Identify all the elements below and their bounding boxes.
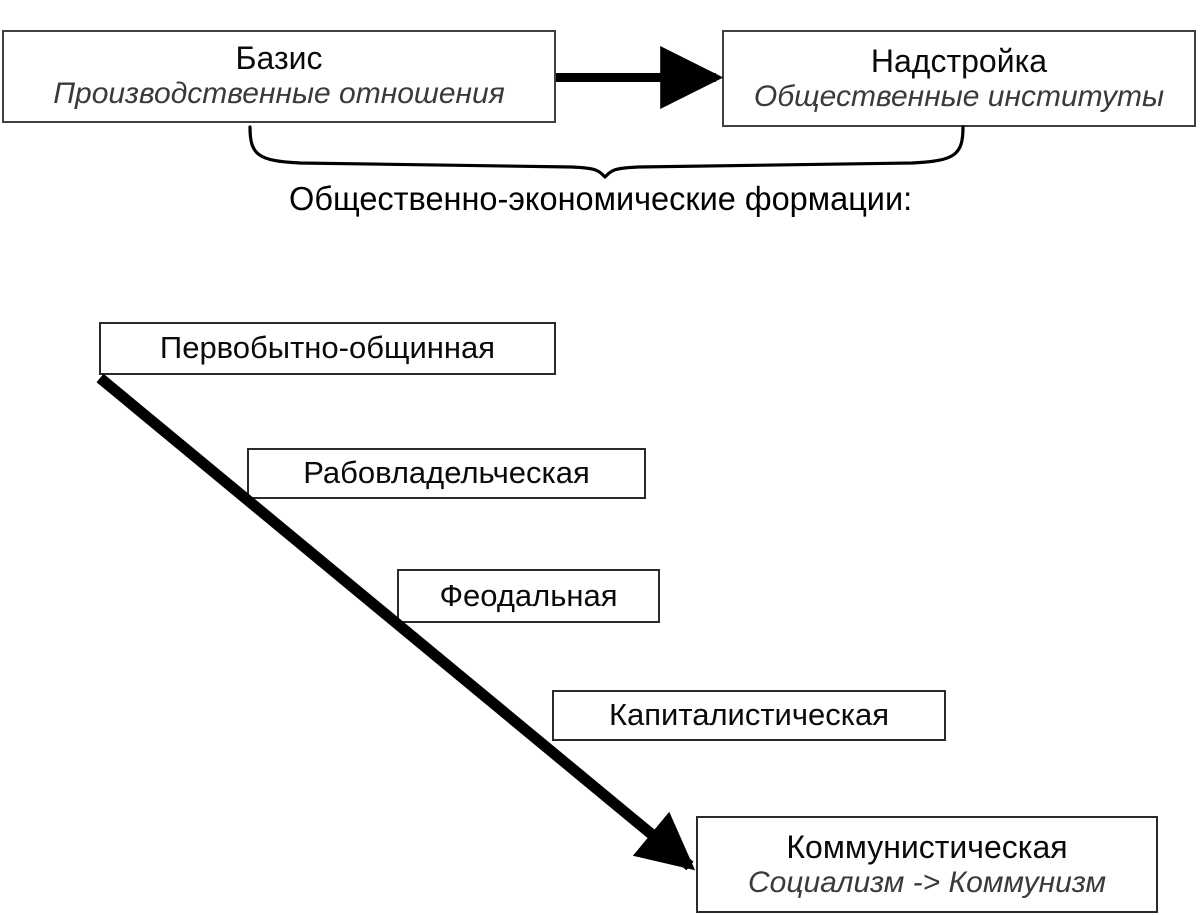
box-basis-subtitle: Производственные отношения bbox=[53, 76, 505, 110]
formation-label: Феодальная bbox=[439, 577, 618, 613]
curly-brace-down-icon bbox=[248, 125, 965, 179]
formation-box-communist[interactable]: Коммунистическая Социализм -> Коммунизм bbox=[696, 816, 1158, 913]
formation-label: Коммунистическая bbox=[786, 828, 1068, 865]
formation-label: Капиталистическая bbox=[608, 697, 890, 733]
formation-sublabel: Социализм -> Коммунизм bbox=[747, 865, 1107, 899]
box-basis-title: Базис bbox=[235, 39, 323, 76]
page-title: Общественно-экономические формации: bbox=[289, 180, 913, 217]
box-superstructure-subtitle: Общественные институты bbox=[753, 79, 1165, 113]
formation-box-capitalist[interactable]: Капиталистическая bbox=[552, 690, 946, 741]
formation-label: Рабовладельческая bbox=[303, 455, 590, 491]
box-basis[interactable]: Базис Производственные отношения bbox=[2, 30, 556, 123]
formation-box-primitive-communal[interactable]: Первобытно-общинная bbox=[99, 322, 556, 375]
formation-box-slave-owning[interactable]: Рабовладельческая bbox=[247, 448, 646, 499]
box-superstructure[interactable]: Надстройка Общественные институты bbox=[722, 30, 1196, 127]
formation-box-feudal[interactable]: Феодальная bbox=[397, 569, 660, 623]
box-superstructure-title: Надстройка bbox=[870, 42, 1048, 79]
formation-label: Первобытно-общинная bbox=[159, 330, 496, 366]
